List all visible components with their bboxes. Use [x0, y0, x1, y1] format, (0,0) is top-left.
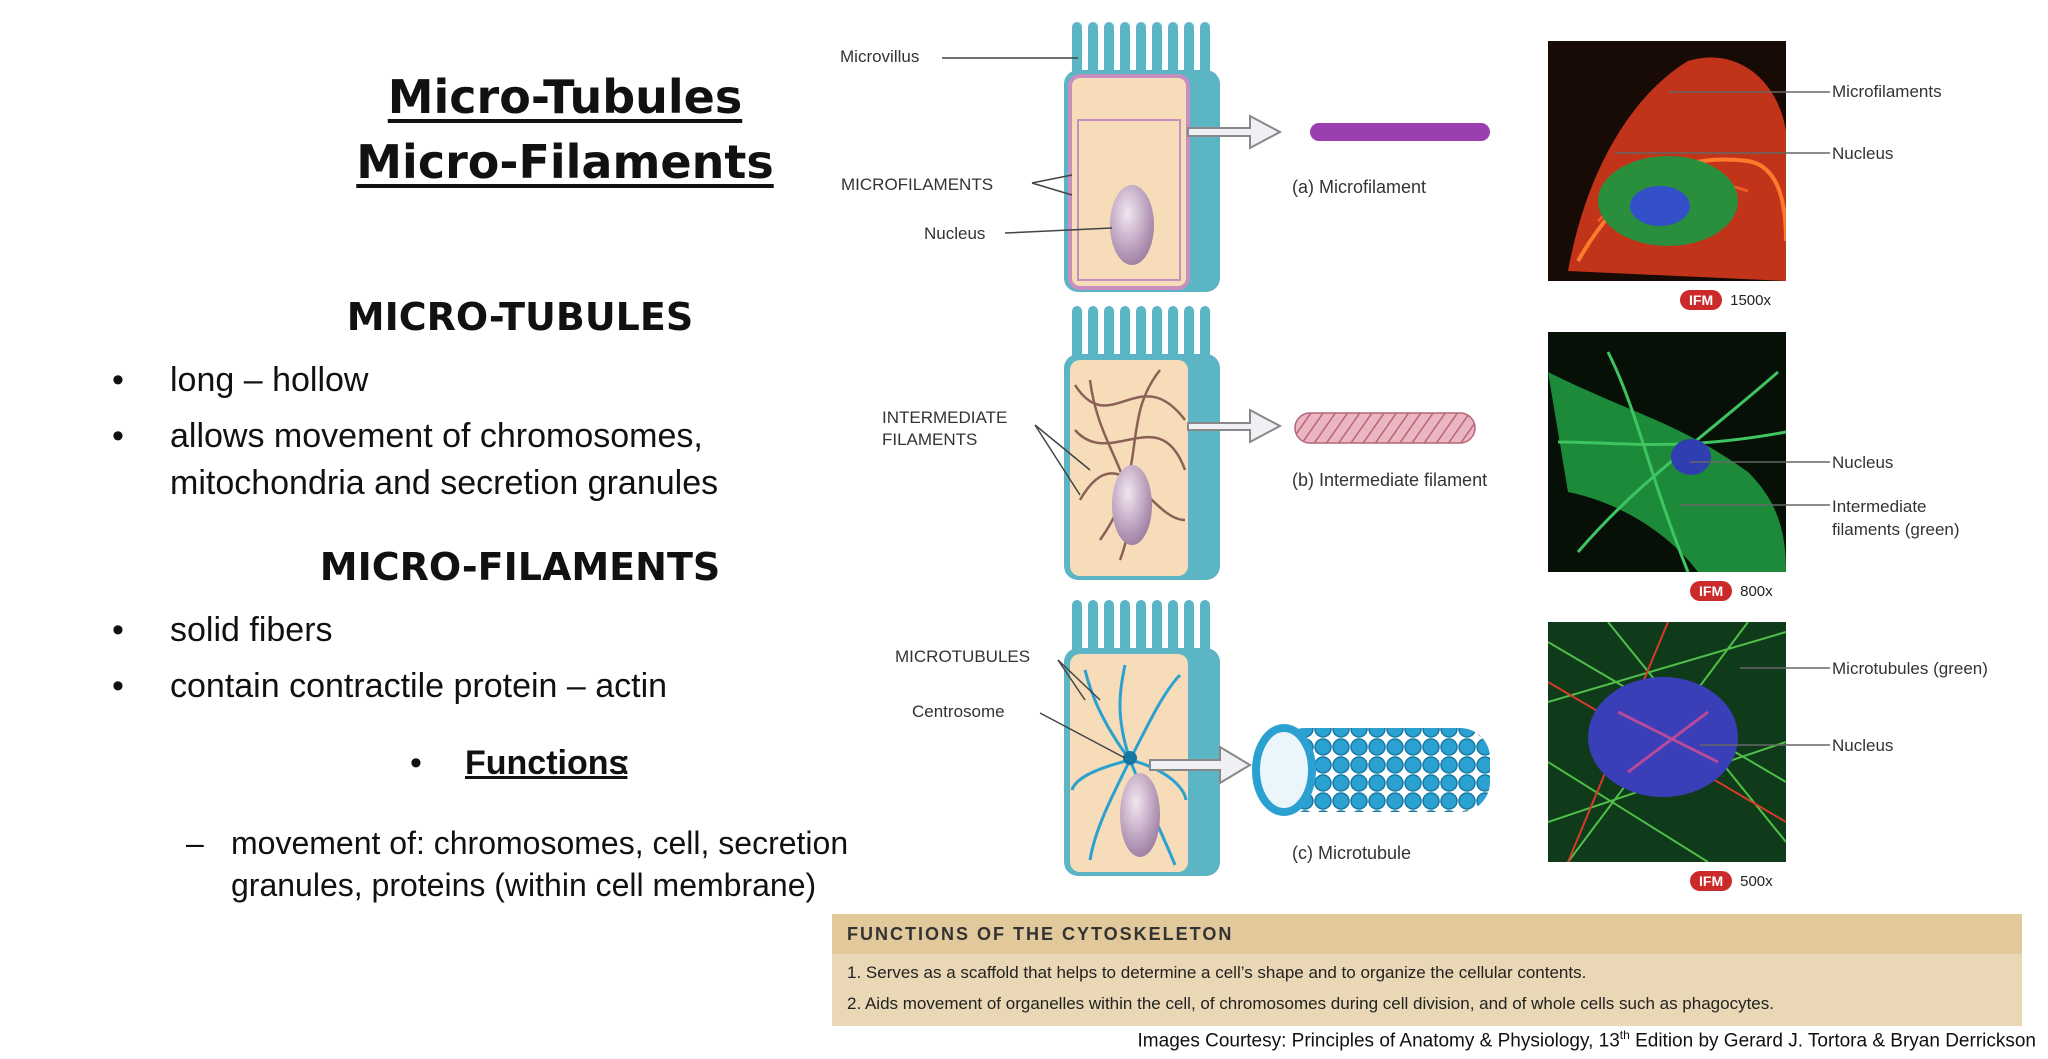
label-intermediate-line-2: FILAMENTS	[882, 430, 978, 449]
bullet-text: long – hollow	[170, 361, 369, 399]
table-row: 1. Serves as a scaffold that helps to de…	[847, 963, 1587, 982]
centrosome-shape	[1123, 751, 1137, 765]
label-nucleus: Nucleus	[924, 224, 986, 243]
image-credit: Images Courtesy: Principles of Anatomy &…	[1138, 1028, 2036, 1052]
arrow-icon	[1149, 745, 1252, 785]
functions-label: Functions	[465, 744, 628, 782]
credit-text: Images Courtesy: Principles of Anatomy &…	[1137, 1030, 1620, 1052]
microfilaments-heading: MICRO-FILAMENTS	[319, 545, 721, 589]
table-header: FUNCTIONS OF THE CYTOSKELETON	[832, 914, 2022, 954]
credit-text-end: Edition by Gerard J. Tortora & Bryan Der…	[1629, 1030, 2036, 1052]
bullet-icon: •	[410, 744, 422, 782]
bullet-text: contain contractile protein – actin	[170, 667, 668, 705]
microvilli	[1072, 22, 1210, 82]
dash-icon: –	[186, 825, 204, 861]
ifm-badge: IFM	[1680, 290, 1723, 310]
photo-label-nucleus: Nucleus	[1832, 453, 1894, 472]
caption-microfilament: (a) Microfilament	[1292, 177, 1427, 197]
slide-title-line-2: Micro-Filaments	[356, 135, 774, 189]
microvilli	[1072, 306, 1210, 366]
dash-text-line-2: granules, proteins (within cell membrane…	[231, 867, 817, 903]
bullet-icon: •	[112, 361, 124, 399]
bullet-icon: •	[112, 611, 124, 649]
magnification-value: 500x	[1740, 872, 1773, 890]
photo-label-microfilaments: Microfilaments	[1832, 82, 1942, 101]
cell-diagram-intermediate	[1034, 306, 1476, 580]
table-row: 2. Aids movement of organelles within th…	[847, 994, 1774, 1013]
micrograph-intermediate-filaments	[1548, 332, 1786, 572]
micrograph-microtubules	[1548, 622, 1786, 862]
functions-colon: :	[621, 744, 631, 782]
bullet-text: mitochondria and secretion granules	[170, 464, 719, 502]
micrograph-microfilaments	[1548, 41, 1786, 281]
microvilli	[1072, 600, 1210, 660]
cell-diagram-microfilament	[942, 22, 1490, 292]
photo-label-nucleus: Nucleus	[1832, 736, 1894, 755]
dash-text-line-1: movement of: chromosomes, cell, secretio…	[231, 825, 849, 861]
bullet-icon: •	[112, 667, 124, 705]
label-intermediate-line-1: INTERMEDIATE	[882, 408, 1008, 427]
bullet-icon: •	[112, 417, 124, 455]
arrow-icon	[1187, 114, 1283, 150]
label-microtubules: MICROTUBULES	[895, 647, 1031, 666]
bullet-text: solid fibers	[170, 611, 333, 649]
microfilament-shape	[1310, 123, 1490, 141]
label-microfilaments: MICROFILAMENTS	[841, 175, 994, 194]
arrow-icon	[1187, 408, 1283, 444]
microtubule-shape	[1252, 724, 1490, 816]
slide-title-line-1: Micro-Tubules	[387, 70, 743, 124]
caption-intermediate-filament: (b) Intermediate filament	[1292, 470, 1488, 490]
microtubules-heading: MICRO-TUBULES	[346, 295, 694, 339]
nucleus-shape	[1110, 185, 1154, 265]
photo-label-microtubules: Microtubules (green)	[1832, 659, 1988, 678]
cytoskeleton-functions-table: FUNCTIONS OF THE CYTOSKELETON 1. Serves …	[832, 914, 2022, 1026]
label-microvillus: Microvillus	[840, 47, 920, 66]
photo-label-intermediate-line-1: Intermediate	[1832, 497, 1927, 516]
intermediate-filament-shape	[1294, 412, 1476, 444]
bullet-text: allows movement of chromosomes,	[170, 417, 703, 455]
ifm-badge: IFM	[1690, 581, 1733, 601]
caption-microtubule: (c) Microtubule	[1292, 843, 1412, 863]
cell-diagram-microtubule	[1039, 600, 1490, 876]
magnification-value: 800x	[1740, 582, 1773, 600]
photo-label-intermediate-line-2: filaments (green)	[1832, 520, 1960, 539]
photo-label-nucleus: Nucleus	[1832, 144, 1894, 163]
table-heading: FUNCTIONS OF THE CYTOSKELETON	[847, 924, 1234, 944]
label-centrosome: Centrosome	[912, 702, 1005, 721]
ifm-badge: IFM	[1690, 871, 1733, 891]
nucleus-shape	[1112, 465, 1152, 545]
magnification-value: 1500x	[1730, 291, 1771, 309]
ifm-magnification: IFM 1500x	[1680, 290, 1771, 310]
ifm-magnification: IFM 500x	[1690, 871, 1773, 891]
credit-superscript: th	[1619, 1028, 1630, 1042]
ifm-magnification: IFM 800x	[1690, 581, 1773, 601]
nucleus-shape	[1120, 773, 1160, 857]
